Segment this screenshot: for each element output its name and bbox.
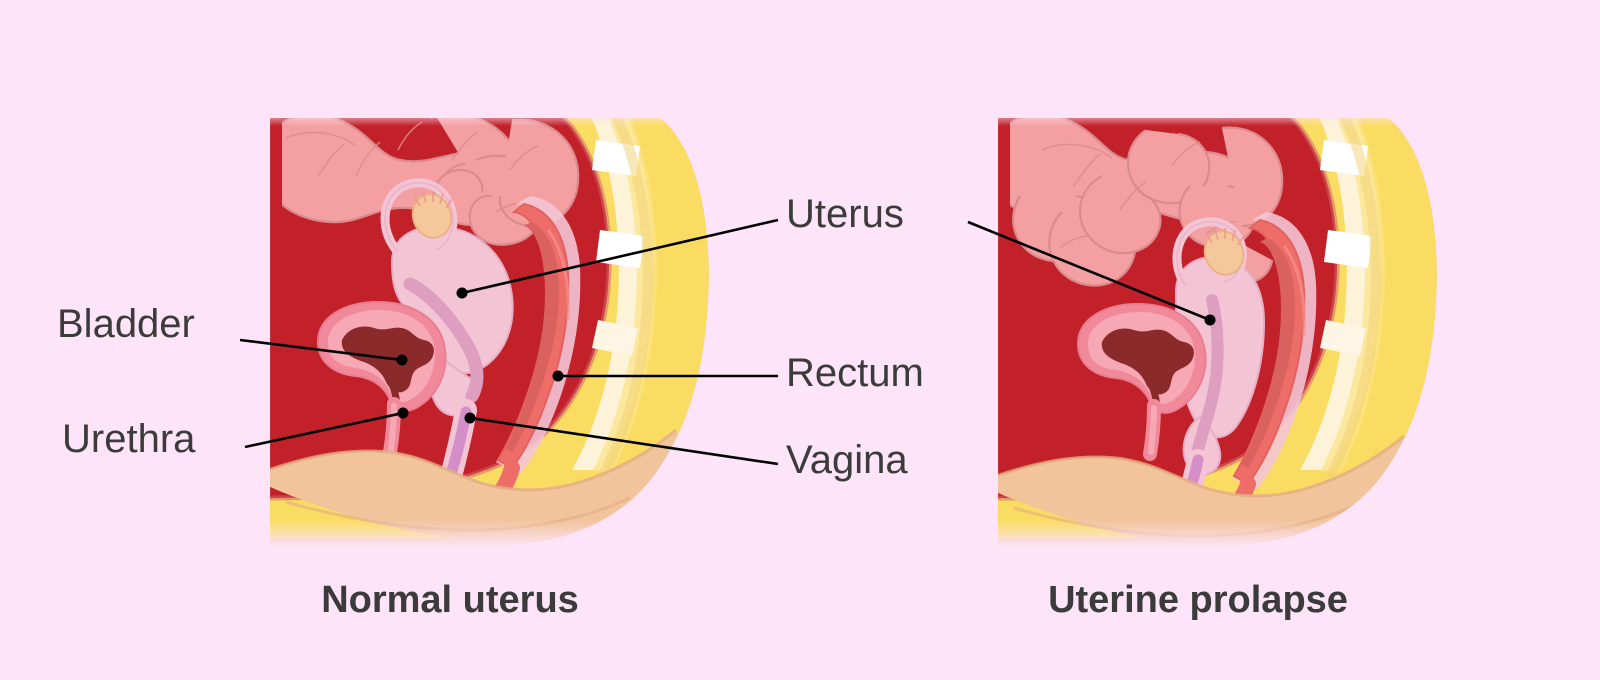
urethra (383, 397, 401, 459)
ovary (411, 193, 453, 239)
label-bladder: Bladder (57, 302, 195, 346)
ovary (1203, 230, 1245, 276)
bottom-fade (262, 520, 710, 548)
caption-uterine-prolapse: Uterine prolapse (1048, 579, 1348, 621)
leader-dot-uterus-right (1204, 314, 1216, 326)
urethra (1143, 399, 1161, 461)
label-uterus: Uterus (786, 192, 904, 236)
labels: Bladder Urethra Uterus Rectum Vagina (57, 192, 924, 482)
leader-vagina (469, 416, 779, 466)
leader-dot-rectum (552, 370, 564, 382)
panel-uterine-prolapse (990, 110, 1438, 548)
bladder-lumen (1101, 328, 1194, 395)
captions: Normal uterus Uterine prolapse (321, 579, 1348, 621)
uterus (1172, 217, 1266, 476)
leader-dot-vagina (464, 412, 476, 424)
leader-urethra (244, 411, 404, 449)
leader-uterus-left (461, 218, 779, 295)
rectal-lumen (506, 222, 560, 452)
leader-dot-urethra (397, 407, 409, 419)
label-urethra: Urethra (62, 417, 196, 461)
leader-dot-uterus-left (456, 287, 468, 299)
label-rectum: Rectum (786, 351, 924, 395)
caption-normal-uterus: Normal uterus (321, 579, 579, 621)
top-fade (990, 110, 1438, 126)
rectal-lumen (1242, 238, 1296, 468)
fimbriae (413, 191, 453, 209)
leader-bladder (239, 338, 403, 362)
sacrum (572, 118, 657, 480)
bottom-fade (990, 520, 1438, 548)
leader-lines (239, 218, 1216, 466)
label-vagina: Vagina (786, 438, 908, 482)
bladder (1076, 302, 1207, 420)
top-fade (262, 110, 710, 126)
fimbriae (1205, 228, 1245, 246)
intestines (282, 118, 580, 246)
leader-dot-bladder (396, 354, 408, 366)
leader-uterus-right (967, 220, 1211, 322)
sacrum (1300, 118, 1385, 480)
